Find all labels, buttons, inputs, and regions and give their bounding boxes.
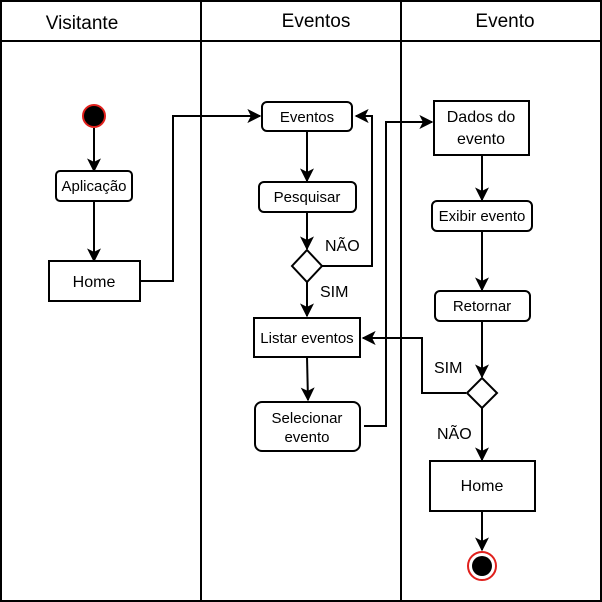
lane-title-eventos: Eventos (282, 11, 351, 32)
flow-listar-to-selecionar (300, 356, 315, 402)
node-dados-do-evento-line-2: evento (457, 131, 505, 148)
node-pesquisar-label: Pesquisar (274, 189, 341, 206)
node-selecionar-evento-line-2: evento (284, 429, 329, 446)
node-aplicacao-label: Aplicação (61, 178, 126, 195)
node-listar-eventos-label: Listar eventos (260, 330, 353, 347)
node-selecionar-evento-line-1: Selecionar (272, 410, 343, 427)
node-eventos: Eventos (261, 101, 353, 132)
node-selecionar-evento: Selecionar evento (254, 401, 361, 452)
guard-return-sim: SIM (434, 360, 462, 377)
node-home-evento: Home (429, 460, 536, 512)
decision-return-node (465, 376, 499, 410)
node-home-evento-label: Home (461, 478, 504, 495)
node-aplicacao: Aplicação (55, 170, 133, 202)
node-dados-do-evento-line-1: Dados do (447, 109, 516, 126)
lane-title-visitante: Visitante (46, 13, 119, 34)
lane-title-evento: Evento (475, 11, 534, 32)
node-dados-do-evento: Dados do evento (433, 100, 530, 156)
node-retornar: Retornar (434, 290, 531, 322)
guard-search-nao: NÃO (325, 235, 360, 255)
node-home-visitante-label: Home (73, 274, 116, 291)
node-retornar-label: Retornar (453, 298, 511, 315)
node-home-visitante: Home (48, 260, 141, 302)
guard-return-nao: NÃO (437, 423, 472, 443)
flow-decision-nao-to-eventos (322, 109, 373, 267)
flow-selecionar-to-dados (364, 115, 434, 427)
guard-search-sim: SIM (320, 284, 348, 301)
start-node (82, 104, 106, 128)
decision-search-node (290, 248, 324, 284)
flow-decision-sim-to-listar (361, 331, 466, 394)
node-exibir-evento-label: Exibir evento (439, 208, 526, 225)
end-node (467, 551, 497, 581)
flow-home-to-eventos (140, 109, 262, 282)
node-exibir-evento: Exibir evento (431, 200, 533, 232)
node-pesquisar: Pesquisar (258, 181, 357, 213)
node-listar-eventos: Listar eventos (253, 317, 361, 358)
node-eventos-label: Eventos (280, 109, 334, 126)
connectors (87, 109, 489, 552)
